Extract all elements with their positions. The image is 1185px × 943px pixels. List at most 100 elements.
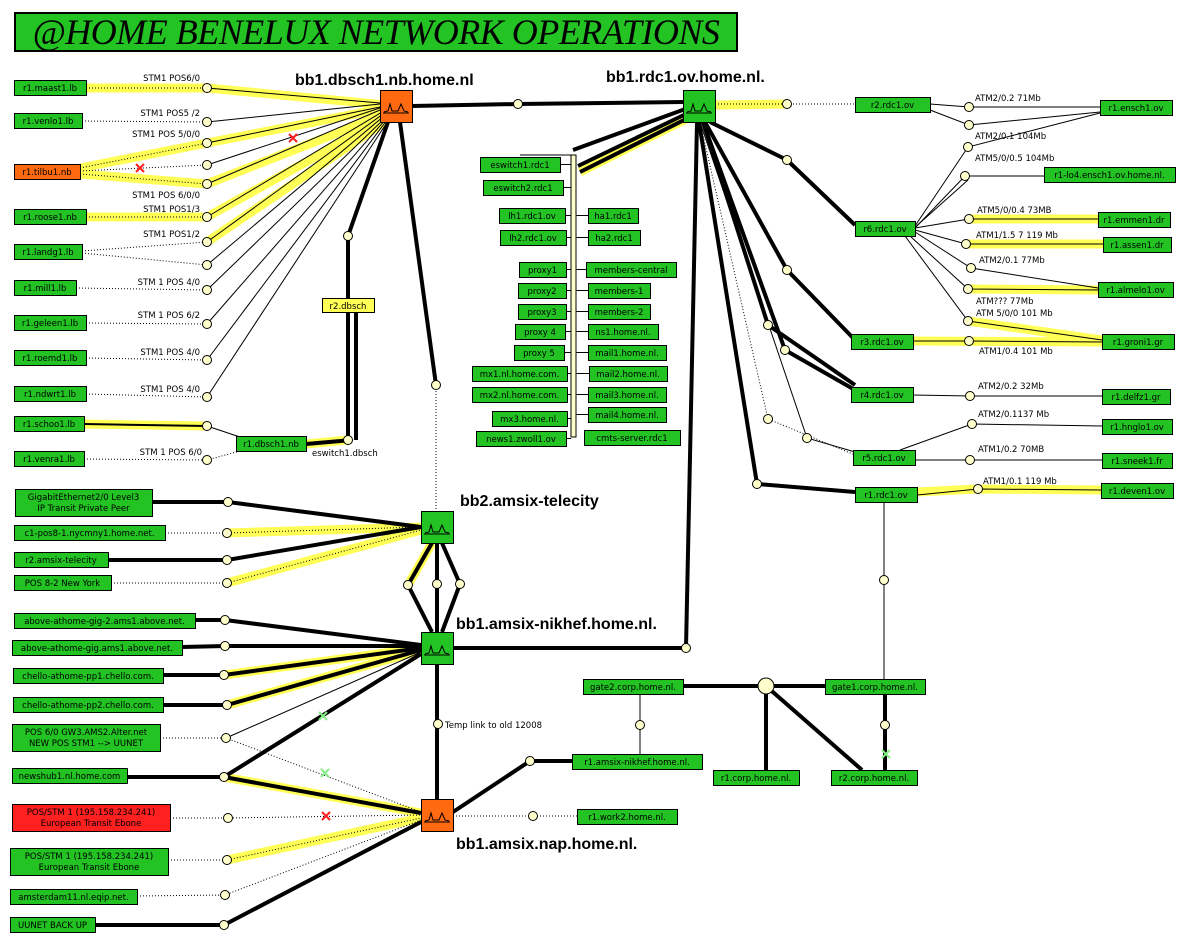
port-circle[interactable] [802,433,812,443]
port-circle[interactable] [343,435,353,445]
port-circle[interactable] [202,160,212,170]
port-circle[interactable] [219,772,229,782]
port-circle[interactable] [202,355,212,365]
node-above2[interactable]: above-athome-gig-2.ams1.above.net. [14,613,196,629]
node-ebone2[interactable]: POS/STM 1 (195.158.234.241)European Tran… [10,848,169,876]
node-landg[interactable]: r1.landg1.lb [14,244,83,260]
node-mcentral[interactable]: members-central [586,262,677,278]
node-r4[interactable]: r4.rdc1.ov [851,387,914,403]
port-circle[interactable] [964,102,974,112]
node-almelo[interactable]: r1.almelo1.ov [1098,282,1174,298]
port-circle[interactable] [202,285,212,295]
node-news1[interactable]: news1.zwoll1.ov [476,431,567,447]
port-circle[interactable] [202,392,212,402]
node-lh2[interactable]: lh2.rdc1.ov [500,230,567,246]
port-circle[interactable] [513,99,523,109]
port-circle[interactable] [202,319,212,329]
port-circle[interactable] [455,579,465,589]
node-mx3[interactable]: mx3.home.nl. [492,411,568,427]
port-circle[interactable] [973,484,983,494]
node-roemd[interactable]: r1.roemd1.lb [14,350,87,366]
node-proxy4[interactable]: proxy 4 [515,324,566,340]
port-circle[interactable] [965,455,975,465]
node-nikhefr1[interactable]: r1.amsix-nikhef.home.nl. [572,754,703,770]
node-r3[interactable]: r3.rdc1.ov [851,334,914,350]
node-mx2[interactable]: mx2.nl.home.com. [472,387,568,403]
node-lo4[interactable]: r1-lo4.ensch1.ov.home.nl. [1044,167,1176,183]
node-sneek[interactable]: r1.sneek1.fr [1102,453,1173,469]
port-circle[interactable] [963,316,973,326]
port-circle[interactable] [763,320,773,330]
node-ns1[interactable]: ns1.home.nl. [588,324,659,340]
port-circle[interactable] [879,575,889,585]
port-circle[interactable] [222,578,232,588]
port-circle[interactable] [965,391,975,401]
node-eqip[interactable]: amsterdam11.nl.eqip.net. [10,889,138,905]
port-circle[interactable] [960,171,970,181]
node-tilbu[interactable]: r1.tilbu1.nb [14,164,81,180]
node-ha2[interactable]: ha2.rdc1 [588,230,641,246]
port-circle[interactable] [961,239,971,249]
port-circle[interactable] [966,263,976,273]
hub-R[interactable]: bb1.rdc1.ov.home.nl. [606,69,765,123]
node-newshub[interactable]: newshub1.nl.home.com [12,768,128,784]
node-cmts[interactable]: cmts-server.rdc1 [584,430,681,446]
node-mail3[interactable]: mail3.home.nl. [588,387,667,403]
node-r2amsix[interactable]: r2.amsix-telecity [14,552,109,568]
port-circle[interactable] [752,479,762,489]
node-r1corp[interactable]: r1.corp.home.nl. [713,770,800,786]
port-circle[interactable] [433,719,443,729]
node-dbsch1[interactable]: r1.dbsch1.nb [236,436,307,452]
node-pp2[interactable]: chello-athome-pp2.chello.com. [13,697,164,713]
node-pp1[interactable]: chello-athome-pp1.chello.com. [13,668,164,684]
port-circle[interactable] [202,212,212,222]
port-circle[interactable] [223,813,233,823]
node-members2[interactable]: members-2 [588,304,651,320]
node-ensch1[interactable]: r1.ensch1.ov [1100,100,1173,116]
node-schoo[interactable]: r1.schoo1.lb [14,416,85,432]
port-circle[interactable] [403,580,413,590]
port-circle[interactable] [202,83,212,93]
port-circle[interactable] [202,455,212,465]
port-circle[interactable] [964,120,974,130]
port-circle[interactable] [782,155,792,165]
node-venra[interactable]: r1.venra1.lb [14,451,85,467]
hub-A[interactable]: bb1.amsix.nap.home.nl. [421,799,638,854]
node-geleen[interactable]: r1.geleen1.lb [14,315,87,331]
port-circle[interactable] [202,260,212,270]
hub-N[interactable]: bb1.amsix-nikhef.home.nl. [421,616,657,665]
port-circle[interactable] [967,419,977,429]
node-hnglo[interactable]: r1.hnglo1.ov [1102,419,1173,435]
port-circle[interactable] [525,756,535,766]
port-circle[interactable] [635,720,645,730]
node-gate1[interactable]: gate1.corp.home.nl. [825,679,926,695]
hub-D[interactable]: bb1.dbsch1.nb.home.nl [295,72,474,123]
port-circle[interactable] [782,99,792,109]
node-groni[interactable]: r1.groni1.gr [1102,334,1175,350]
node-uunet[interactable]: UUNET BACK UP [10,917,96,933]
node-proxy3[interactable]: proxy3 [518,304,567,320]
node-r2corp[interactable]: r2.corp.home.nl. [831,770,918,786]
port-circle[interactable] [431,380,441,390]
node-mail4[interactable]: mail4.home.nl. [588,407,667,423]
node-members1[interactable]: members-1 [588,283,651,299]
port-circle[interactable] [963,142,973,152]
port-circle[interactable] [343,231,353,241]
node-delfz[interactable]: r1.delfz1.gr [1102,389,1171,405]
node-gate2[interactable]: gate2.corp.home.nl. [583,679,684,695]
node-maast[interactable]: r1.maast1.lb [14,80,87,96]
port-circle[interactable] [528,811,538,821]
port-circle[interactable] [202,138,212,148]
port-circle[interactable] [782,265,792,275]
node-r6[interactable]: r6.rdc1.ov [855,221,916,237]
port-circle[interactable] [202,117,212,127]
node-c1pos[interactable]: c1-pos8-1.nycmny1.home.net. [14,525,166,541]
port-circle[interactable] [432,579,442,589]
node-ebone1[interactable]: POS/STM 1 (195.158.234.241)European Tran… [12,804,171,832]
port-circle[interactable] [202,179,212,189]
node-work2[interactable]: r1.work2.home.nl. [577,809,678,825]
port-circle[interactable] [222,700,232,710]
node-eswitch2[interactable]: eswitch2.rdc1 [483,180,564,196]
node-proxy5[interactable]: proxy 5 [514,345,565,361]
